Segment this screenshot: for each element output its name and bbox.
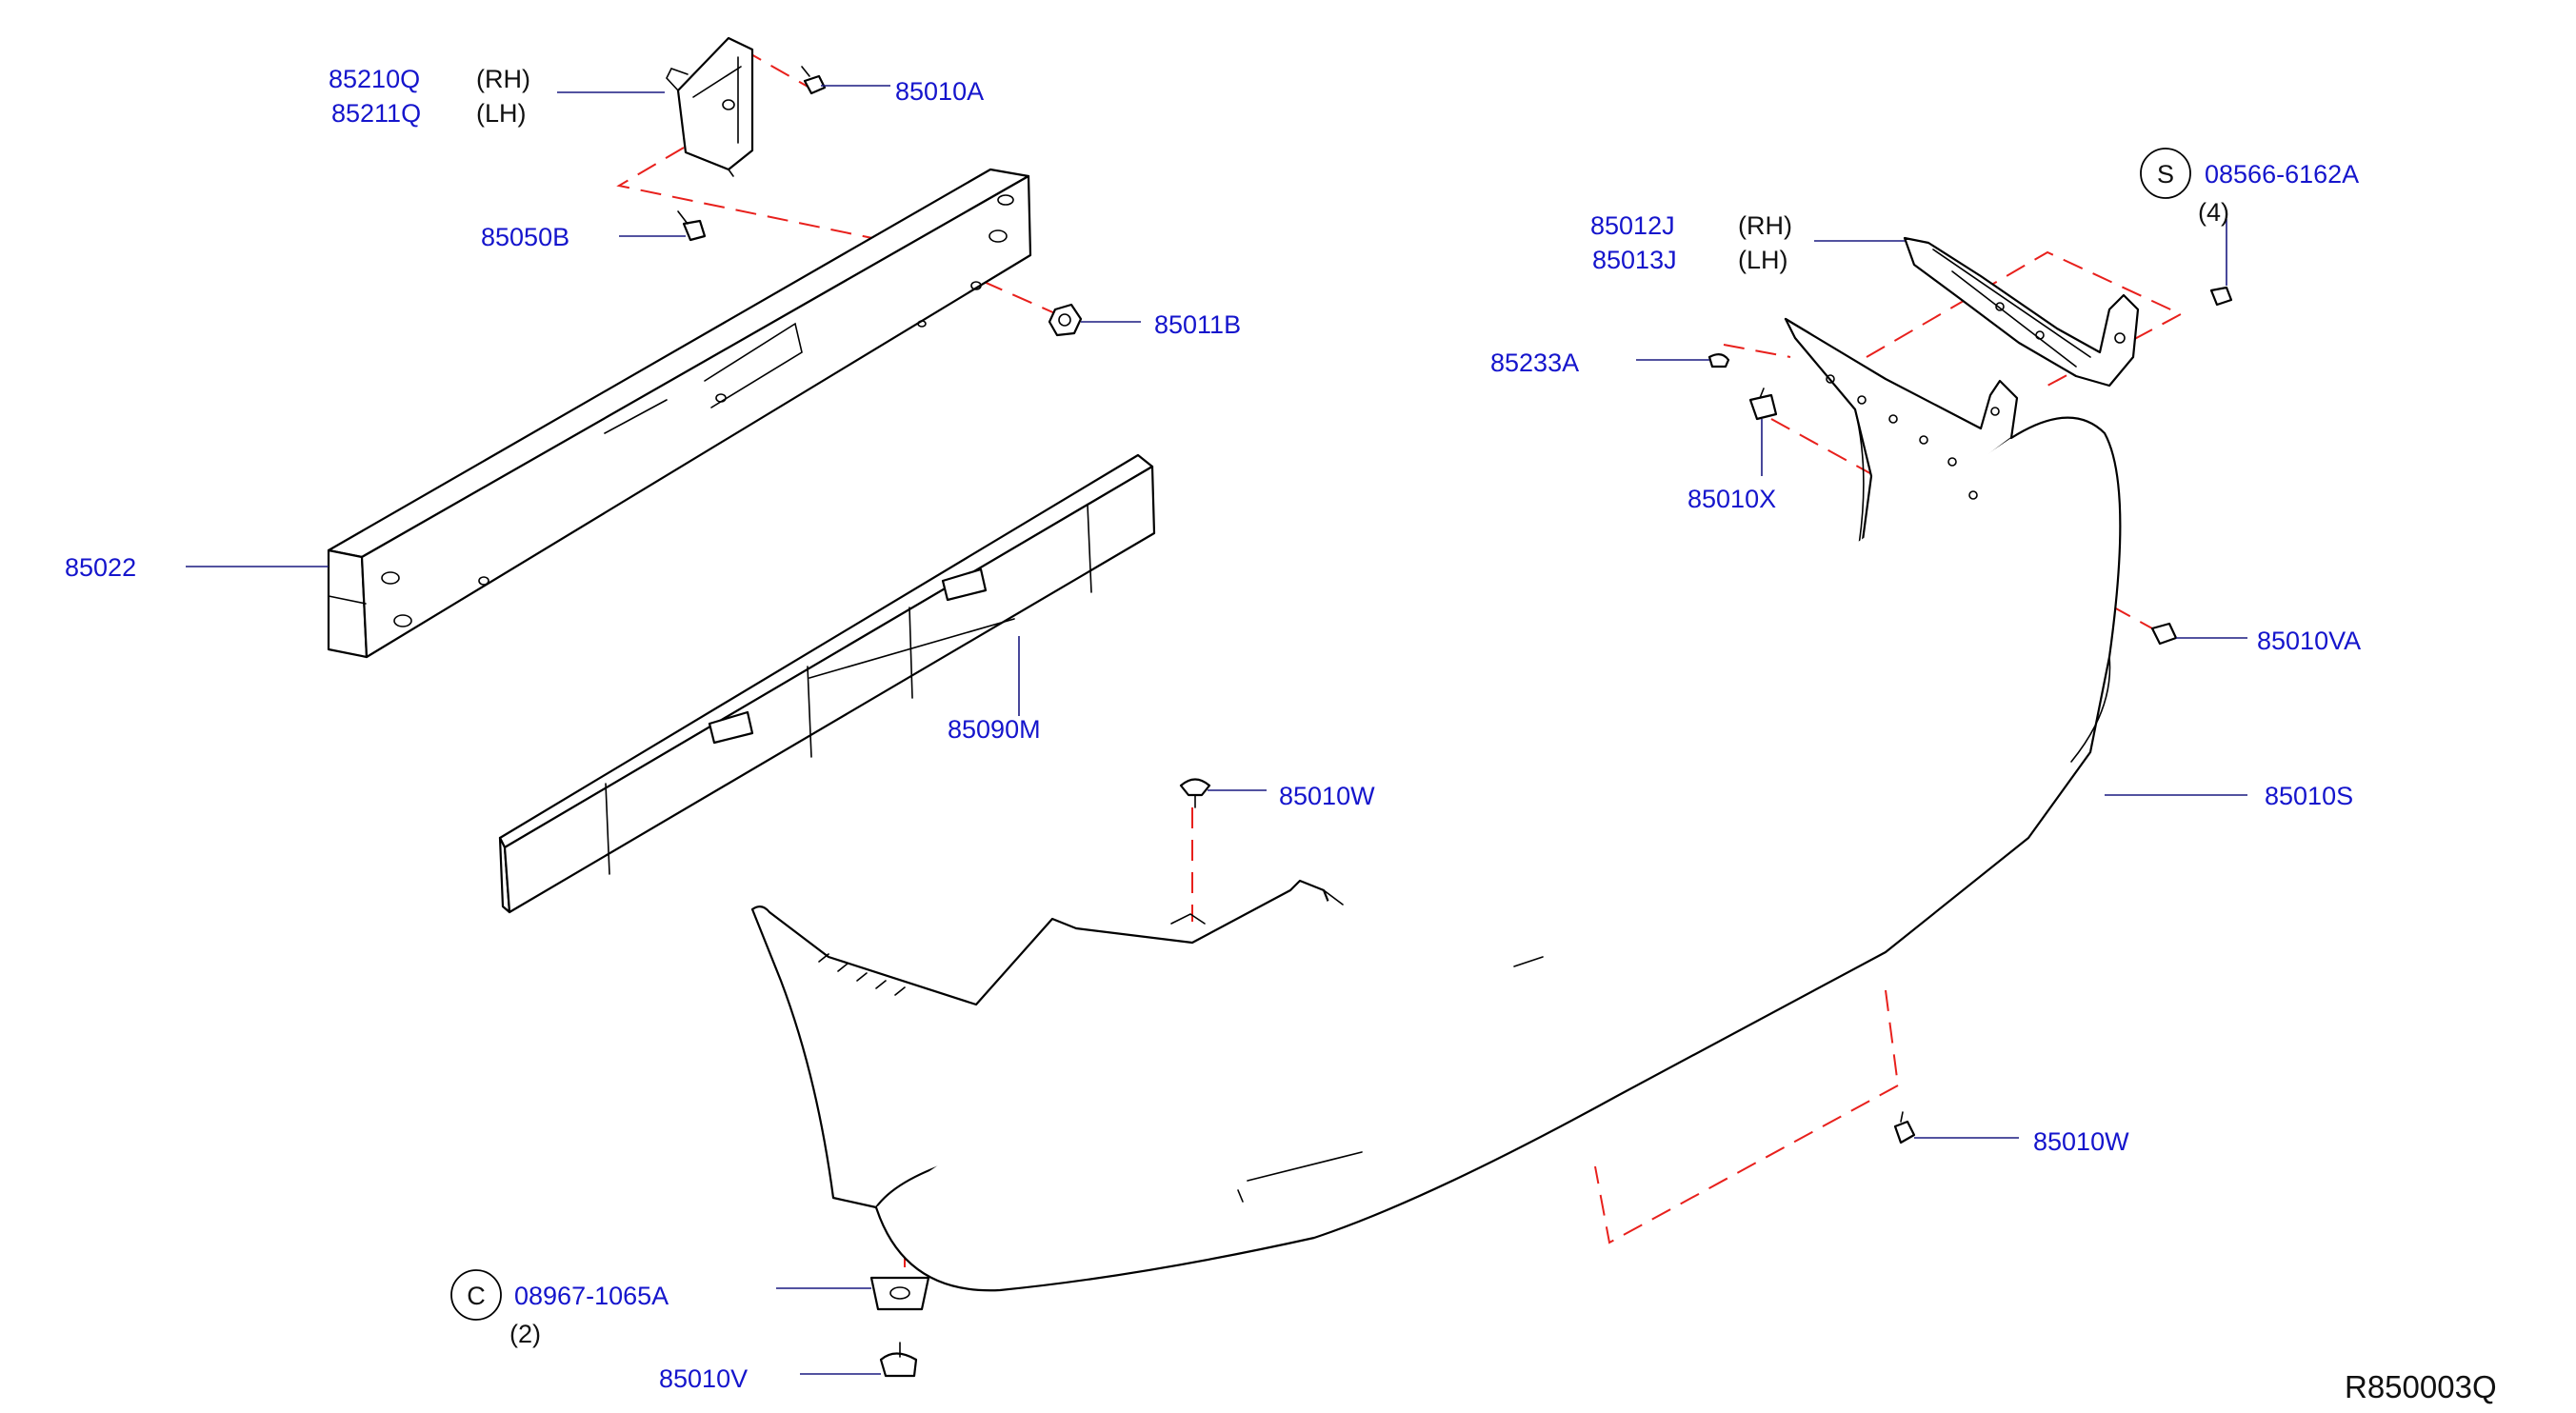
symbol-s: S: [2157, 160, 2174, 189]
bolt-85010a-icon: [801, 66, 827, 95]
clip-85010w-bottom-icon: [1893, 1111, 1916, 1144]
label-85010a: 85010A: [895, 77, 984, 106]
label-85233a: 85233A: [1490, 348, 1579, 377]
bumper-fascia[interactable]: [750, 317, 2122, 1292]
label-rh-85012j: (RH): [1738, 211, 1792, 240]
label-rh-85210q: (RH): [476, 65, 530, 93]
screw-08566-icon: [2209, 286, 2233, 307]
symbol-s-circle: [2140, 148, 2191, 199]
label-85010v: 85010V: [659, 1364, 748, 1393]
label-08566-6162a: 08566-6162A: [2205, 160, 2359, 189]
label-qty-2: (2): [509, 1320, 541, 1348]
clip-85010va-icon: [2150, 622, 2178, 646]
label-85010x: 85010X: [1687, 485, 1776, 513]
label-85022: 85022: [65, 553, 136, 582]
label-85090m: 85090M: [948, 715, 1041, 744]
label-85010w-top: 85010W: [1279, 782, 1375, 810]
label-85211q: 85211Q: [331, 99, 421, 128]
energy-absorber[interactable]: [498, 453, 1156, 914]
upper-bracket[interactable]: [666, 36, 754, 177]
label-85010w-bottom: 85010W: [2033, 1127, 2129, 1156]
label-85013j: 85013J: [1592, 246, 1677, 274]
clip-08967-icon: [869, 1276, 930, 1311]
label-85011b: 85011B: [1154, 310, 1241, 339]
label-qty-4: (4): [2198, 198, 2229, 227]
leader-lines: [186, 85, 2247, 1375]
screw-85010v-icon: [879, 1342, 918, 1378]
label-08967-1065a: 08967-1065A: [514, 1282, 669, 1310]
bumper-reinforcement[interactable]: [327, 168, 1032, 659]
nut-85011b-icon: [1048, 303, 1083, 337]
clip-85010w-top-icon: [1179, 778, 1211, 808]
label-85012j: 85012J: [1590, 211, 1675, 240]
label-85210q: 85210Q: [329, 65, 420, 93]
symbol-c-circle: [450, 1269, 502, 1321]
label-lh-85013j: (LH): [1738, 246, 1788, 274]
symbol-c: C: [467, 1282, 486, 1310]
clip-85010x-icon: [1748, 388, 1778, 421]
label-lh-85211q: (LH): [476, 99, 527, 128]
label-85050b: 85050B: [481, 223, 569, 251]
clip-85233a-icon: [1707, 353, 1730, 368]
bolt-85050b-icon: [677, 210, 707, 242]
label-85010s: 85010S: [2265, 782, 2353, 810]
diagram-reference: R850003Q: [2345, 1369, 2497, 1404]
side-bracket[interactable]: [1903, 236, 2140, 388]
label-85010va: 85010VA: [2257, 627, 2361, 655]
